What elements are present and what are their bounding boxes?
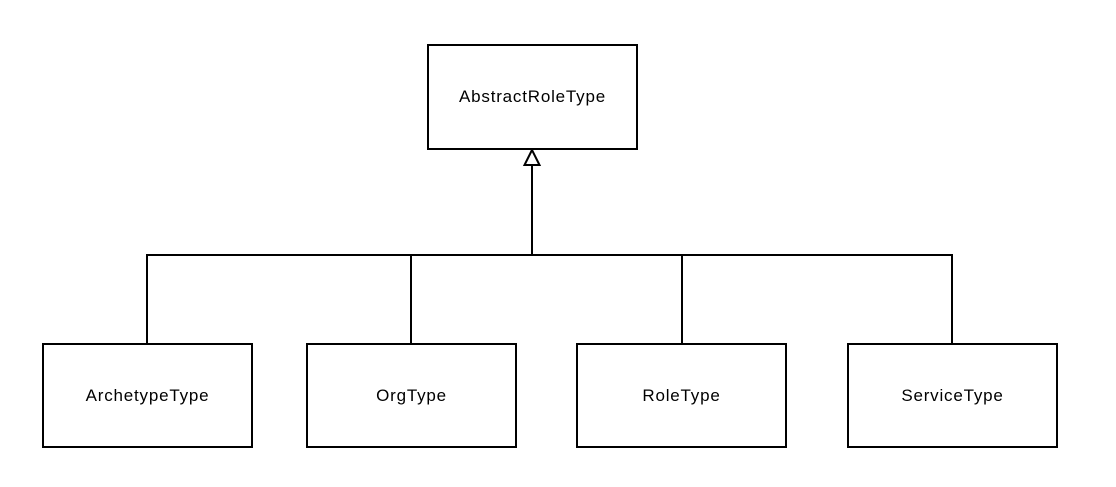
class-node-roletype[interactable]: RoleType [576, 343, 787, 448]
class-node-servicetype[interactable]: ServiceType [847, 343, 1058, 448]
generalization-arrowhead [522, 147, 542, 166]
class-node-orgtype[interactable]: OrgType [306, 343, 517, 448]
class-node-label: OrgType [376, 385, 447, 405]
class-node-archetypetype[interactable]: ArchetypeType [42, 343, 253, 448]
class-node-label: ServiceType [901, 385, 1004, 405]
class-node-label: AbstractRoleType [459, 87, 606, 106]
class-node-label: ArchetypeType [85, 385, 210, 405]
class-node-abstractroletype[interactable]: AbstractRoleType [427, 44, 638, 150]
class-node-label: RoleType [642, 385, 721, 405]
